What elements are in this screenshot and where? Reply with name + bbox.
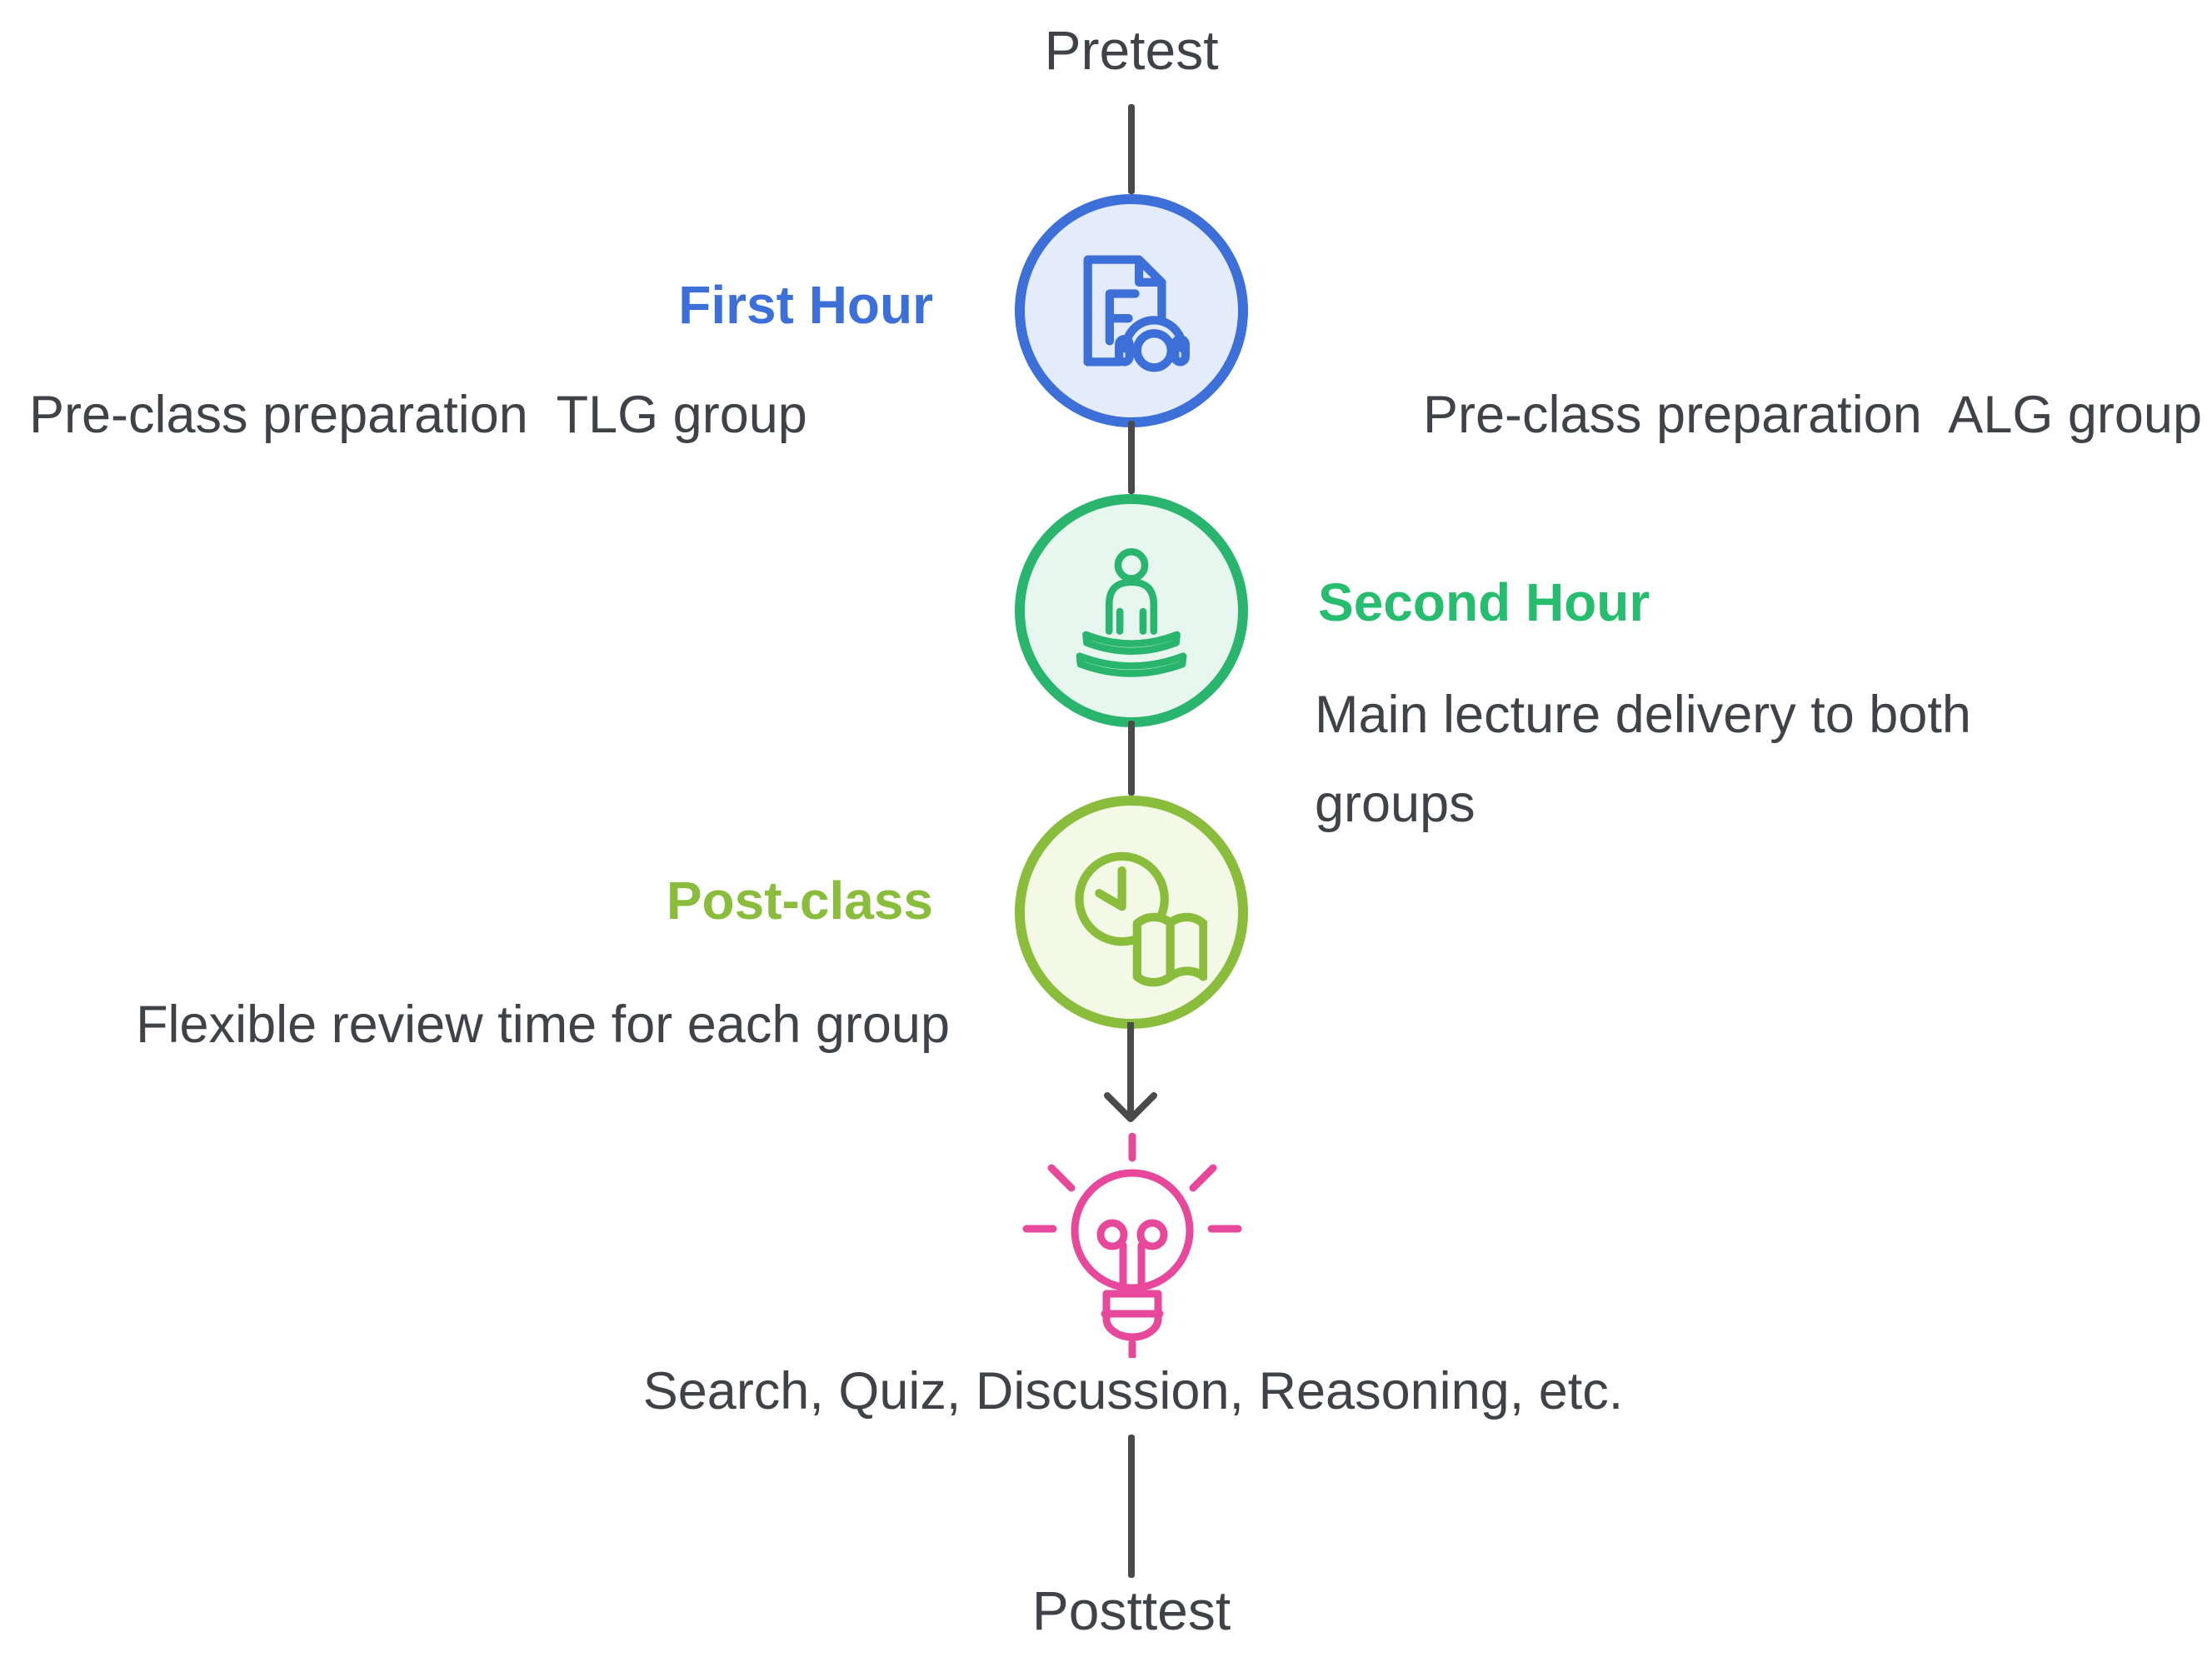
activities-note: Search, Quiz, Discussion, Reasoning, etc… [642,1362,1624,1420]
pretest-label: Pretest [1044,19,1219,81]
second-hour-node [1015,494,1248,727]
document-headphones-icon [1083,255,1190,372]
tlg-group-note: Pre-class preparation TLG group [29,386,807,444]
clock-book-icon [1075,851,1207,987]
alg-group-note: Pre-class preparation ALG group [1422,386,2202,444]
connector-line [1128,721,1135,796]
second-hour-title: Second Hour [1318,572,1650,632]
posttest-label: Posttest [1031,1580,1231,1641]
connector-line [1128,421,1135,494]
presenter-icon [1076,548,1187,677]
lightbulb-icon [1022,1132,1242,1358]
first-hour-node [1015,194,1248,427]
first-hour-title: First Hour [678,275,933,335]
connector-line [1128,1435,1135,1578]
post-class-title: Post-class [666,871,933,931]
connector-line [1128,104,1135,194]
second-hour-description: Main lecture delivery to both groups [1315,686,1971,834]
arrow-down-icon [1104,1022,1157,1122]
post-class-description: Flexible review time for each group [136,996,950,1054]
post-class-node [1015,796,1248,1029]
